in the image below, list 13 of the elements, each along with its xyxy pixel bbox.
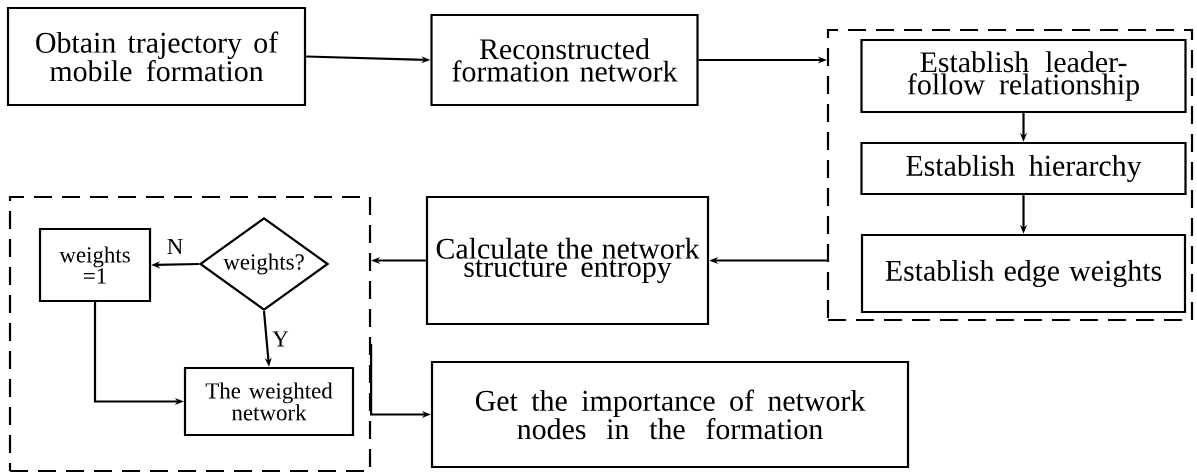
dashed-group-box [8, 195, 372, 472]
dashed-group-box [826, 28, 1194, 322]
edge-label: Y [271, 330, 290, 348]
process-box: Reconstructed formation network [430, 13, 699, 107]
process-box: Obtain trajectory of mobile formation [6, 6, 307, 107]
process-box: weights =1 [38, 227, 152, 303]
process-box: Establish leader-follow relationship [860, 38, 1187, 114]
process-box: Establish edge weights [860, 233, 1187, 314]
process-box: Establish hierarchy [860, 141, 1187, 196]
process-box: Calculate the network structure entropy [425, 195, 710, 326]
edge-label: N [165, 238, 185, 255]
process-box: Get the importance of network nodes in the formation [430, 360, 910, 469]
process-box: The weighted network [183, 366, 355, 437]
